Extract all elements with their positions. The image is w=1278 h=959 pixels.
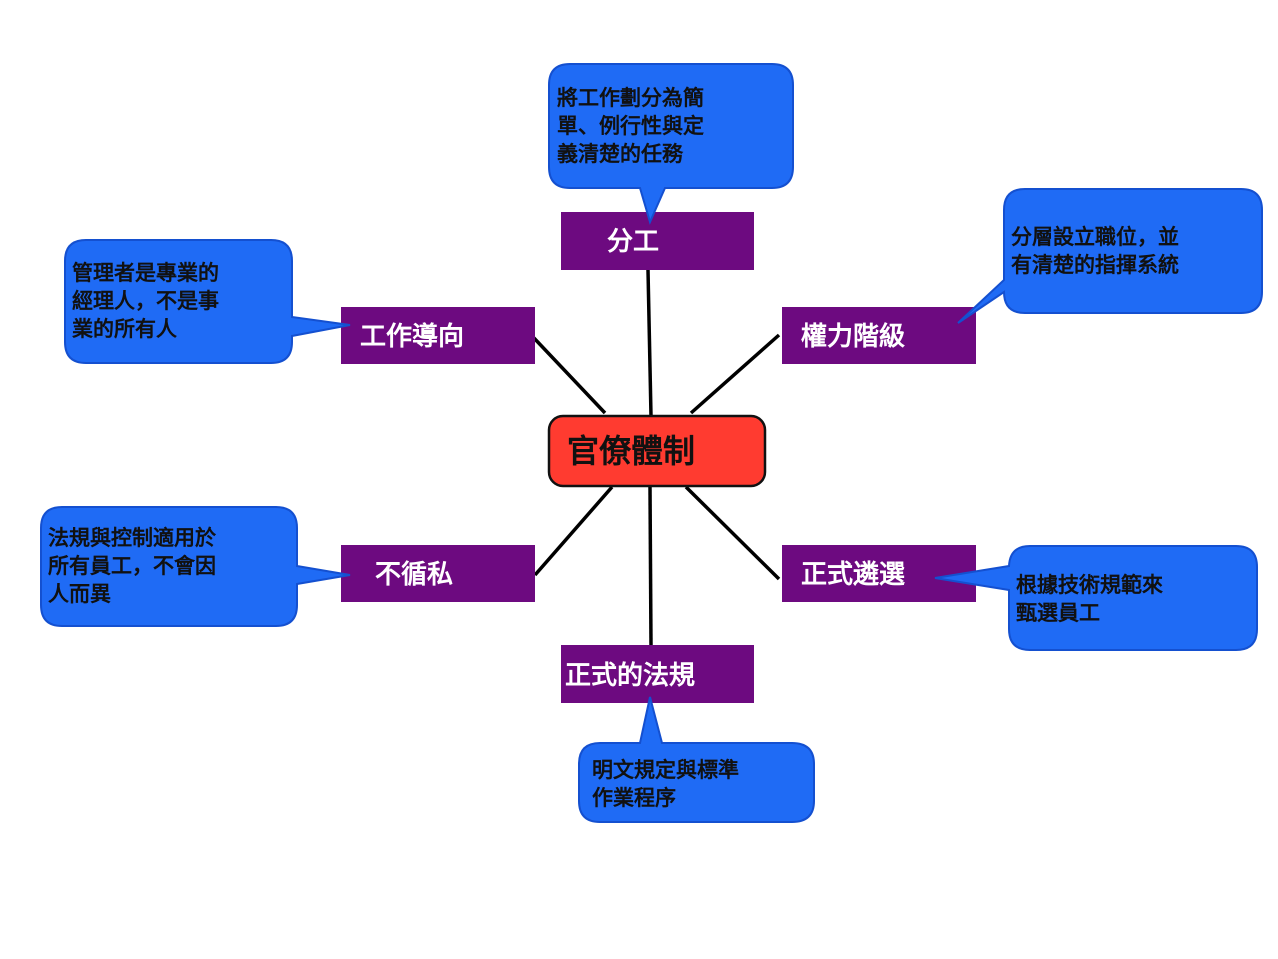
- callout-text-formal-rules: 明文規定與標準 作業程序: [592, 758, 746, 810]
- connector-career-orientation: [531, 335, 607, 415]
- node-label-impersonality: 不循私: [375, 560, 453, 590]
- node-label-division-of-labor: 分工: [607, 227, 659, 257]
- node-label-formal-rules: 正式的法規: [565, 660, 695, 691]
- callout-text-hierarchy: 分層設立職位，並 有清楚的指揮系統: [1011, 225, 1186, 277]
- callout-line: 經理人，不是事: [72, 289, 219, 313]
- callout-career-orientation: 管理者是專業的 經理人，不是事 業的所有人: [64, 239, 351, 364]
- callout-division-of-labor: 將工作劃分為簡 單、例行性與定 義清楚的任務: [548, 63, 794, 225]
- connector-hierarchy: [689, 333, 781, 415]
- node-formal-selection: 正式遴選: [782, 545, 976, 602]
- callout-line: 明文規定與標準: [592, 758, 739, 782]
- callout-line: 義清楚的任務: [557, 142, 684, 166]
- callout-text-division-of-labor: 將工作劃分為簡 單、例行性與定 義清楚的任務: [557, 86, 711, 166]
- callout-text-career-orientation: 管理者是專業的 經理人，不是事 業的所有人: [72, 261, 226, 341]
- connectors: [531, 269, 781, 646]
- connector-formal-rules: [648, 486, 653, 646]
- node-formal-rules: 正式的法規: [561, 645, 754, 703]
- callout-line: 有清楚的指揮系統: [1011, 253, 1179, 277]
- connector-impersonality: [533, 485, 614, 577]
- center-node: 官僚體制: [547, 414, 767, 488]
- callout-line: 人而異: [48, 582, 111, 606]
- callout-text-formal-selection: 根據技術規範來 甄選員工: [1016, 573, 1170, 625]
- node-impersonality: 不循私: [341, 545, 535, 602]
- center-label: 官僚體制: [567, 432, 695, 470]
- node-career-orientation: 工作導向: [341, 307, 535, 364]
- callout-text-impersonality: 法規與控制適用於 所有員工，不會因 人而異: [48, 526, 223, 606]
- callout-line: 將工作劃分為簡: [557, 86, 704, 110]
- connector-division-of-labor: [646, 269, 653, 417]
- callout-line: 分層設立職位，並: [1011, 225, 1179, 249]
- callout-line: 根據技術規範來: [1016, 573, 1163, 597]
- connector-formal-selection: [684, 485, 781, 581]
- callout-line: 業的所有人: [72, 317, 177, 341]
- node-division-of-labor: 分工: [561, 212, 754, 270]
- callout-formal-selection: 根據技術規範來 甄選員工: [934, 545, 1258, 651]
- callout-line: 管理者是專業的: [72, 261, 219, 285]
- callout-line: 甄選員工: [1016, 601, 1100, 625]
- node-label-hierarchy: 權力階級: [801, 321, 905, 352]
- callout-line: 法規與控制適用於: [48, 526, 217, 550]
- callout-formal-rules: 明文規定與標準 作業程序: [578, 696, 815, 823]
- callout-hierarchy: 分層設立職位，並 有清楚的指揮系統: [957, 188, 1263, 324]
- callout-impersonality: 法規與控制適用於 所有員工，不會因 人而異: [40, 506, 351, 627]
- callout-line: 所有員工，不會因: [48, 554, 216, 578]
- node-label-career-orientation: 工作導向: [360, 321, 464, 352]
- node-hierarchy: 權力階級: [782, 307, 976, 364]
- callout-line: 作業程序: [592, 786, 676, 810]
- node-label-formal-selection: 正式遴選: [801, 560, 905, 590]
- callout-line: 單、例行性與定: [557, 114, 704, 138]
